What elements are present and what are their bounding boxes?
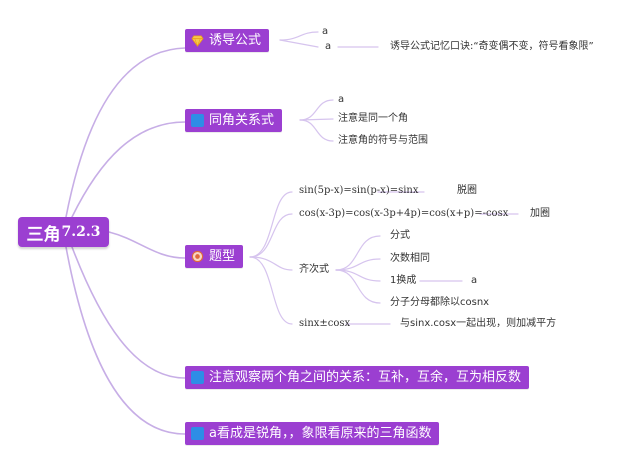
root-version: 7.2.3 <box>61 224 101 240</box>
leaf-replace-one: 1换成 <box>390 275 417 286</box>
blue-square-icon <box>191 114 204 127</box>
gem-icon <box>191 35 204 47</box>
branch-label: 同角关系式 <box>209 113 275 128</box>
blue-square-icon <box>191 371 204 384</box>
blue-square-icon <box>191 427 204 440</box>
branch-angle-relation-note[interactable]: 注意观察两个角之间的关系：互补，互余，互为相反数 <box>185 366 530 389</box>
leaf-mnemonic: 诱导公式记忆口诀:“奇变偶不变，符号看象限” <box>390 41 594 52</box>
leaf-formula-2: cos(x-3p)=cos(x-3p+4p)=cos(x+p)=-cosx <box>299 208 509 219</box>
leaf-a-1: a <box>322 26 329 37</box>
branch-label: a看成是锐角，，象限看原来的三角函数 <box>209 426 432 441</box>
leaf-a-3: a <box>471 275 478 286</box>
leaf-fraction: 分式 <box>390 230 410 241</box>
leaf-sin-pm-cos: sinx±cosx <box>299 318 351 329</box>
branch-acute-angle-note[interactable]: a看成是锐角，，象限看原来的三角函数 <box>185 422 440 445</box>
branch-label: 注意观察两个角之间的关系：互补，互余，互为相反数 <box>209 370 522 385</box>
leaf-homogeneous: 齐次式 <box>299 264 329 275</box>
leaf-formula-1: sin(5p-x)=sin(p-x)=sinx <box>299 185 419 196</box>
branch-induction-formula[interactable]: 诱导公式 <box>185 29 270 52</box>
branch-problem-types[interactable]: 题型 <box>185 245 244 268</box>
leaf-add-circle: 加圈 <box>530 208 550 219</box>
leaf-a-2: a <box>325 41 332 52</box>
leaf-a: a <box>338 94 345 105</box>
leaf-remove-circle: 脱圈 <box>457 185 477 196</box>
branch-label: 诱导公式 <box>209 33 262 48</box>
leaf-same-angle-note: 注意是同一个角 <box>338 113 408 124</box>
root-title: 三角 <box>26 224 61 245</box>
leaf-sign-range-note: 注意角的符号与范围 <box>338 135 428 146</box>
medal-icon <box>191 250 204 263</box>
branch-label: 题型 <box>209 249 236 264</box>
branch-same-angle-relations[interactable]: 同角关系式 <box>185 109 283 132</box>
leaf-divide-cosnx: 分子分母都除以cosnx <box>390 297 490 308</box>
leaf-same-degree: 次数相同 <box>390 253 430 264</box>
leaf-square-note: 与sinx.cosx一起出现，则加减平方 <box>400 318 557 329</box>
